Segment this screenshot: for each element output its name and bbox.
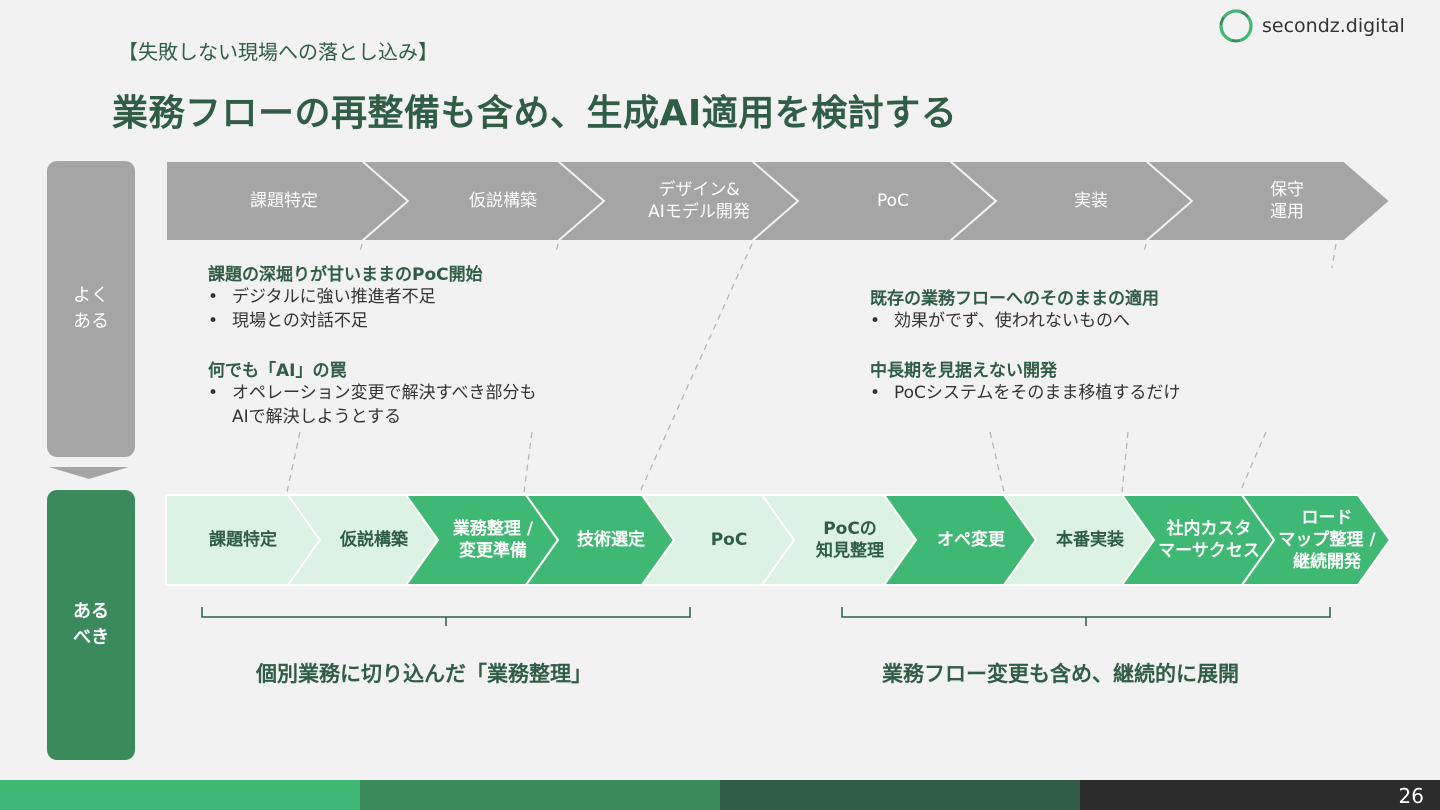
issue-item: •オペレーション変更で解決すべき部分も AIで解決しようとする: [208, 383, 537, 427]
issue-item: •デジタルに強い推進者不足: [208, 287, 436, 307]
side-label-ideal-text: ある べき: [73, 601, 109, 648]
footer-bar-segment: [0, 780, 360, 810]
summary-left: 個別業務に切り込んだ「業務整理」: [256, 662, 592, 686]
slide-subtitle: 【失敗しない現場への落とし込み】: [118, 40, 438, 64]
connector-line: [1331, 243, 1337, 269]
connector-line: [1143, 243, 1147, 253]
top-flow-step-label: PoC: [877, 191, 909, 211]
top-flow-step-label: 保守 運用: [1270, 180, 1304, 222]
connector-line: [1239, 431, 1267, 493]
top-flow-chevrons: [165, 160, 1392, 242]
bottom-flow-step-label: PoC: [710, 530, 748, 550]
connector-line: [639, 243, 753, 493]
footer-bar-segment: [1080, 780, 1440, 810]
top-flow-step-label: 課題特定: [250, 191, 318, 211]
issue-block-right-2: 中長期を見据えない開発 •PoCシステムをそのまま移植するだけ: [870, 356, 1180, 405]
issue-block-left-1: 課題の深堀りが甘いままのPoC開始 •デジタルに強い推進者不足 •現場との対話不…: [208, 260, 483, 333]
down-arrow-icon: [49, 467, 129, 479]
bottom-flow-step-label: 技術選定: [577, 530, 645, 550]
brace-left: [201, 607, 691, 626]
issue-block-left-2: 何でも「AI」の罠 •オペレーション変更で解決すべき部分も AIで解決しようとす…: [208, 356, 536, 429]
top-flow-chevron: [1143, 160, 1392, 242]
footer-bar-segment: [720, 780, 1080, 810]
issue-block-right-1: 既存の業務フローへのそのままの適用 •効果がでず、使われないものへ: [870, 284, 1159, 333]
issue-heading: 何でも「AI」の罠: [208, 361, 347, 381]
bottom-flow-step-label: 本番実装: [1056, 530, 1124, 550]
footer-bar-segment: [360, 780, 720, 810]
issue-item: •現場との対話不足: [208, 311, 368, 331]
top-flow-step-label: デザイン& AIモデル開発: [648, 180, 750, 222]
top-flow-step-label: 仮説構築: [469, 191, 537, 211]
issue-item: •PoCシステムをそのまま移植するだけ: [870, 383, 1181, 403]
summary-right: 業務フロー変更も含め、継続的に展開: [882, 662, 1239, 686]
bottom-flow-chevron: [1240, 494, 1392, 586]
bottom-flow-step-label: 仮説構築: [340, 530, 408, 550]
side-label-ideal: ある べき: [47, 490, 135, 760]
side-label-common: よく ある: [47, 161, 135, 457]
connector-line: [359, 243, 363, 253]
side-label-common-text: よく ある: [73, 285, 109, 332]
connector-line: [523, 431, 533, 493]
bottom-flow-step-label: PoCの 知見整理: [816, 519, 884, 561]
issue-heading: 課題の深堀りが甘いままのPoC開始: [208, 265, 483, 285]
bottom-flow-step-label: 業務整理 / 変更準備: [452, 519, 534, 561]
bottom-flow-step-label: 社内カスタ マーサクセス: [1158, 519, 1260, 561]
connector-line: [286, 431, 301, 493]
connector-line: [555, 243, 559, 253]
bottom-flow-step-label: ロード マップ整理 / 継続開発: [1278, 508, 1376, 572]
bottom-flow-chevrons: [165, 494, 1392, 586]
company-logo: secondz.digital: [1218, 8, 1405, 44]
logo-text: secondz.digital: [1262, 15, 1405, 37]
bottom-flow-step-label: オペ変更: [937, 530, 1005, 550]
logo-ring-icon: [1219, 9, 1253, 43]
issue-heading: 既存の業務フローへのそのままの適用: [870, 289, 1159, 309]
connector-line: [1121, 431, 1129, 493]
connector-line: [989, 431, 1005, 493]
slide-title: 業務フローの再整備も含め、生成AI適用を検討する: [112, 93, 958, 134]
bottom-flow-step-label: 課題特定: [209, 530, 277, 550]
top-flow-step-label: 実装: [1074, 191, 1108, 211]
issue-heading: 中長期を見据えない開発: [870, 361, 1057, 381]
connector-lines: [286, 243, 1337, 493]
page-number: 26: [1398, 784, 1424, 808]
issue-item: •効果がでず、使われないものへ: [870, 311, 1130, 331]
brace-right: [841, 607, 1331, 626]
